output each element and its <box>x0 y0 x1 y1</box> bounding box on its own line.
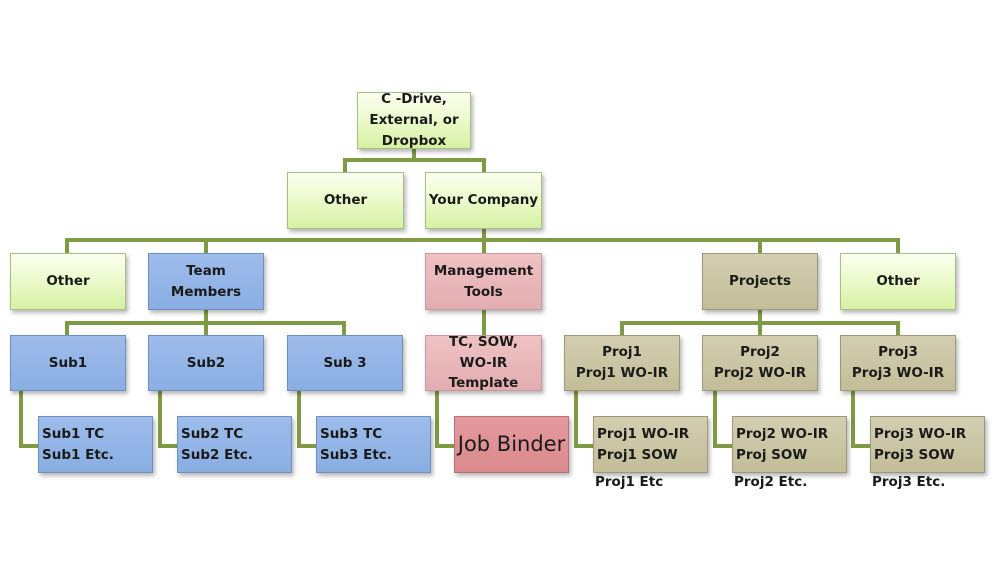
management-tools-line-2: Tools <box>464 283 503 300</box>
proj2-etc-note: Proj2 Etc. <box>734 474 808 490</box>
sub1-child-line-1: Sub1 TC <box>42 425 105 442</box>
proj1-child-line-2: Proj1 SOW <box>597 446 678 463</box>
other-top-label: Other <box>323 192 368 209</box>
job-binder-node: Job Binder <box>454 416 569 473</box>
sub3-child-line-2: Sub3 Etc. <box>320 446 392 463</box>
proj3-node: Proj3 Proj3 WO-IR <box>840 335 956 391</box>
proj2-child-line-1: Proj2 WO-IR <box>736 425 829 442</box>
management-tools-node: Management Tools <box>425 253 542 310</box>
your-company-node: Your Company <box>425 172 542 229</box>
sub3-node: Sub 3 <box>287 335 403 391</box>
tc-sow-line-1: TC, SOW, <box>448 333 519 350</box>
sub2-node: Sub2 <box>148 335 264 391</box>
proj1-child-node: Proj1 WO-IR Proj1 SOW <box>593 416 708 473</box>
projects-label: Projects <box>728 273 792 290</box>
sub1-node: Sub1 <box>10 335 126 391</box>
proj1-line-2: Proj1 WO-IR <box>575 365 669 381</box>
sub1-child-node: Sub1 TC Sub1 Etc. <box>38 416 153 473</box>
tc-sow-line-2: WO-IR Template <box>448 354 519 392</box>
root-node: C -Drive, External, or Dropbox <box>357 91 471 149</box>
sub2-child-line-2: Sub2 Etc. <box>181 446 253 463</box>
other-right-node: Other <box>840 253 956 310</box>
root-line-1: C -Drive, <box>381 91 447 108</box>
root-line-3: Dropbox <box>381 132 447 149</box>
proj3-line-1: Proj3 <box>878 344 918 361</box>
proj2-child-node: Proj2 WO-IR Proj SOW <box>732 416 847 473</box>
team-members-node: Team Members <box>148 253 264 310</box>
proj1-etc-note: Proj1 Etc <box>595 474 664 490</box>
proj3-child-line-1: Proj3 WO-IR <box>874 425 967 442</box>
other-right-label: Other <box>876 273 920 290</box>
team-members-line-1: Team <box>186 262 226 279</box>
proj3-child-node: Proj3 WO-IR Proj3 SOW <box>870 416 985 473</box>
proj2-line-1: Proj2 <box>740 344 780 361</box>
other-top-node: Other <box>287 172 404 229</box>
sub2-child-node: Sub2 TC Sub2 Etc. <box>177 416 292 473</box>
proj3-child-line-2: Proj3 SOW <box>874 446 955 463</box>
sub1-child-line-2: Sub1 Etc. <box>42 446 114 463</box>
sub3-label: Sub 3 <box>323 354 367 371</box>
tc-sow-node: TC, SOW, WO-IR Template <box>425 333 542 391</box>
projects-node: Projects <box>702 253 818 310</box>
sub1-label: Sub1 <box>48 354 88 371</box>
proj1-child-line-1: Proj1 WO-IR <box>597 425 690 442</box>
proj2-node: Proj2 Proj2 WO-IR <box>702 335 818 391</box>
proj1-node: Proj1 Proj1 WO-IR <box>564 335 680 391</box>
proj3-line-2: Proj3 WO-IR <box>851 365 945 381</box>
proj2-line-2: Proj2 WO-IR <box>713 365 807 381</box>
job-binder-label: Job Binder <box>457 432 566 457</box>
your-company-label: Your Company <box>428 192 539 209</box>
sub3-child-line-1: Sub3 TC <box>320 425 383 442</box>
sub2-child-line-1: Sub2 TC <box>181 425 244 442</box>
proj1-line-1: Proj1 <box>602 344 642 361</box>
proj3-etc-note: Proj3 Etc. <box>872 474 946 490</box>
management-tools-line-1: Management <box>433 262 534 279</box>
other-left-node: Other <box>10 253 126 310</box>
root-line-2: External, or <box>369 112 459 129</box>
other-left-label: Other <box>46 273 90 290</box>
team-members-line-2: Members <box>170 283 242 300</box>
sub2-label: Sub2 <box>186 354 226 371</box>
sub3-child-node: Sub3 TC Sub3 Etc. <box>316 416 431 473</box>
proj2-child-line-2: Proj SOW <box>736 446 808 463</box>
